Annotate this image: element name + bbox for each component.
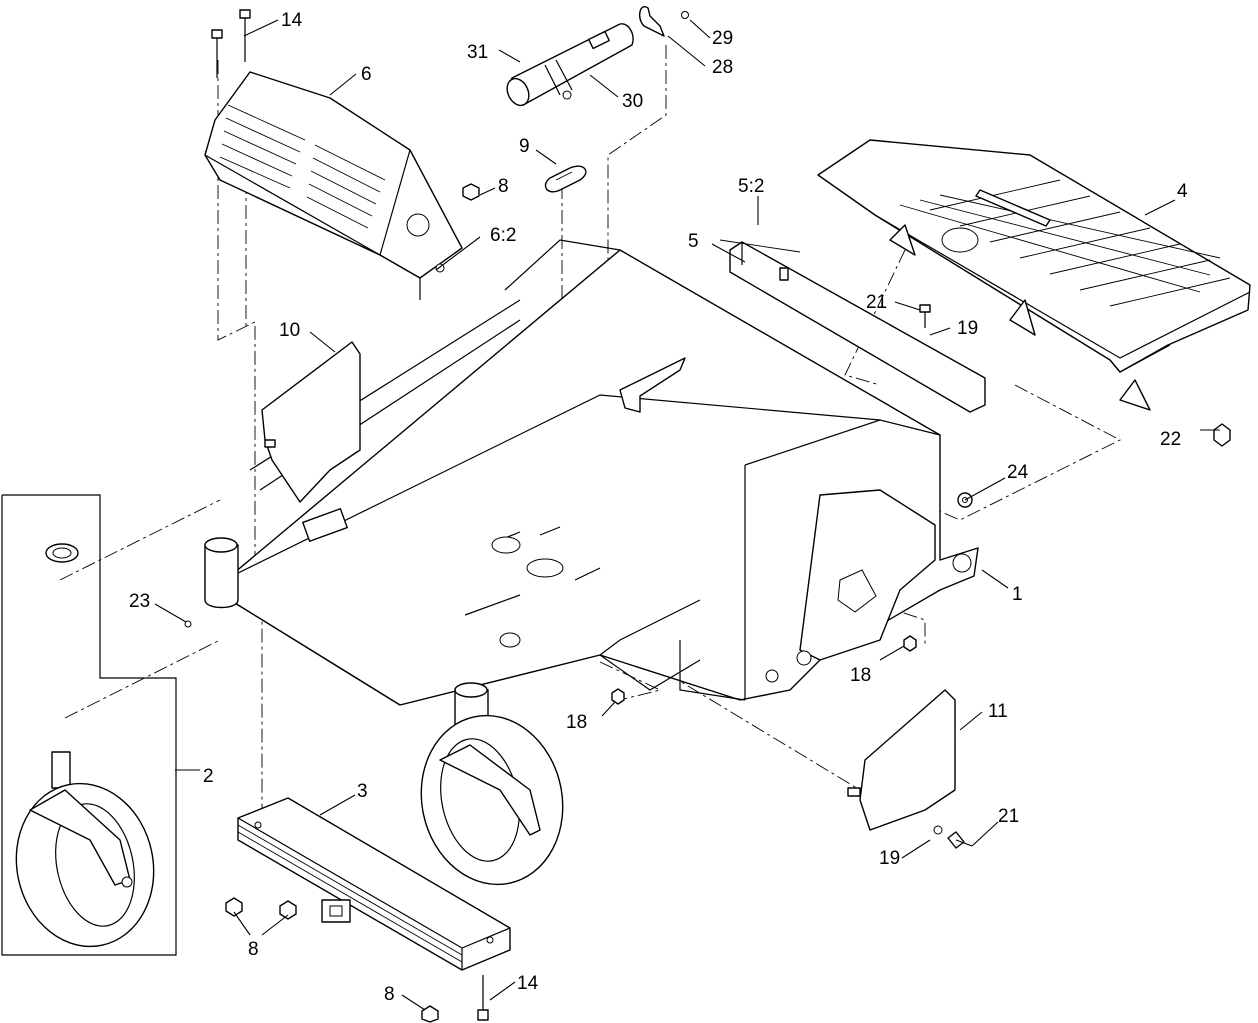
callout-14-bottom: 14 [517,973,539,994]
bolt-top-pair [211,9,251,78]
callout-2: 2 [203,766,214,787]
left-bracket [261,341,361,503]
nuts-18 [611,635,917,705]
callout-6: 6 [361,64,372,85]
callout-19-bottom: 19 [879,848,900,869]
callout-28: 28 [712,57,733,78]
main-frame [227,239,979,706]
callout-5-2: 5:2 [738,176,764,197]
callout-23: 23 [129,591,150,612]
callout-21-top: 21 [866,292,887,313]
callout-11: 11 [988,701,1008,722]
callout-4: 4 [1177,181,1188,202]
callout-18-left: 18 [566,712,587,733]
callout-labels: 1 2 3 4 5 5:2 6 6:2 8 8 8 9 10 11 14 14 … [129,10,1188,1005]
callout-30: 30 [622,91,643,112]
bolt-washer-lower [933,825,973,849]
hood-guard-part [204,71,463,300]
callout-24: 24 [1007,462,1029,483]
callout-29: 29 [712,28,733,49]
callout-1: 1 [1012,584,1023,605]
hitch-pin-assembly [506,23,634,107]
callout-18-right: 18 [850,665,871,686]
callout-3: 3 [357,781,368,802]
callout-8-top: 8 [498,176,509,197]
bottom-fasteners [225,897,489,1023]
callout-5: 5 [688,231,699,252]
right-bracket [847,689,956,831]
callout-19-top: 19 [957,318,978,339]
callout-6-2: 6:2 [490,225,516,246]
footrest-platform [817,139,1251,447]
callout-8-bottom: 8 [384,984,395,1005]
rear-hitch-bar [237,797,511,971]
strip-shield [719,239,986,413]
flange-nut-top [462,183,480,201]
leader-lines [154,19,1220,1011]
callout-8-bottom-left: 8 [248,939,259,960]
callout-10: 10 [279,320,300,341]
callout-22: 22 [1160,429,1181,450]
frame-caster-wheel [184,537,564,886]
bolt-washer-upper [919,304,931,328]
callout-21-bottom: 21 [998,806,1019,827]
callout-14-top: 14 [281,10,303,31]
callout-31: 31 [467,42,488,63]
grommet [544,165,587,193]
clip-pin [638,6,689,37]
caster-inset [1,494,177,956]
callout-9: 9 [519,136,530,157]
